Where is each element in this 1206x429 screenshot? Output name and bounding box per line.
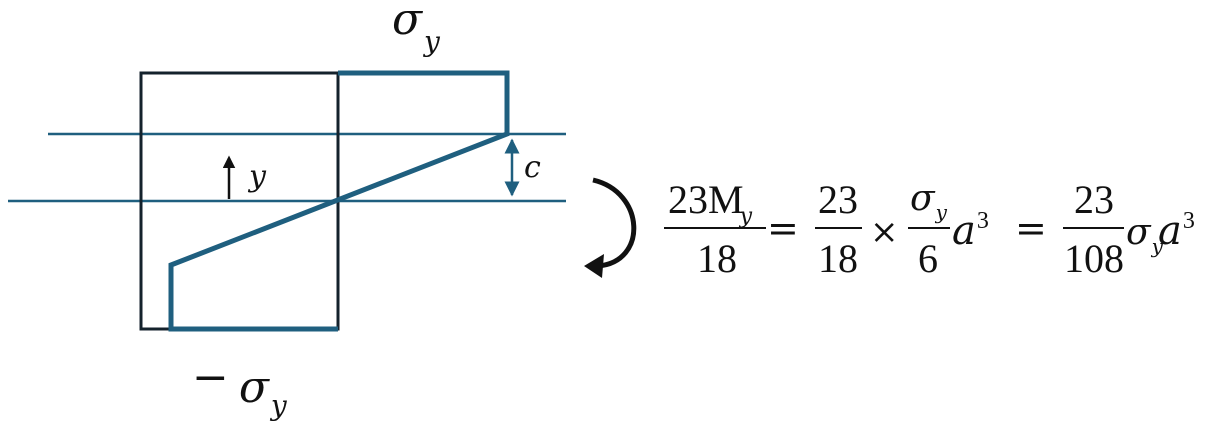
sigma-y-term: σy [1126, 212, 1164, 258]
y-axis-label: y [247, 159, 267, 194]
lhs-denominator: 18 [697, 236, 737, 281]
frac1-numerator: 23 [818, 177, 858, 222]
c-dimension-label: c [524, 150, 541, 185]
frac1-denominator: 18 [818, 236, 858, 281]
moment-arrowhead-icon [584, 254, 604, 278]
frac2-denominator: 6 [918, 236, 938, 281]
frac2-numerator: σy [910, 178, 948, 224]
top-stress-label: σy [392, 0, 441, 58]
moment-equation: 23My 18 = 23 18 × σy 6 a3 = 23 108 σy a3 [664, 177, 1195, 281]
a-cubed-2: a3 [1158, 208, 1195, 254]
lhs-numerator: 23My [668, 177, 753, 229]
times-sign: × [870, 212, 899, 252]
moment-arrow-icon [592, 177, 637, 269]
frac3-numerator: 23 [1074, 177, 1114, 222]
frac3-denominator: 108 [1064, 236, 1124, 281]
stress-profile [168, 70, 510, 332]
a-cubed-1: a3 [952, 208, 989, 254]
equals-sign-1: = [767, 206, 799, 250]
bottom-stress-label: −σy [192, 352, 288, 422]
equals-sign-2: = [1015, 206, 1047, 250]
